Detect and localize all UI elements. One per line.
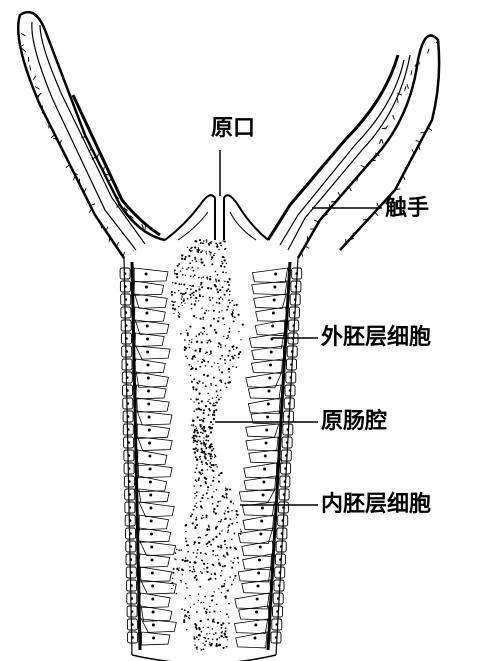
gastrovascular-cavity-stipple <box>171 239 244 651</box>
left-tentacle <box>18 12 165 258</box>
body-base <box>132 655 276 661</box>
label-gastrovascular-cavity: 原肠腔 <box>321 411 387 433</box>
label-tentacle: 触手 <box>385 198 429 220</box>
label-endoderm-cells: 内胚层细胞 <box>321 494 431 516</box>
right-tentacle <box>268 36 439 259</box>
mouth-lips <box>165 195 268 240</box>
tentacle-cnidocytes <box>20 33 440 256</box>
label-ectoderm-cells: 外胚层细胞 <box>321 327 431 349</box>
label-mouth: 原口 <box>211 118 255 140</box>
